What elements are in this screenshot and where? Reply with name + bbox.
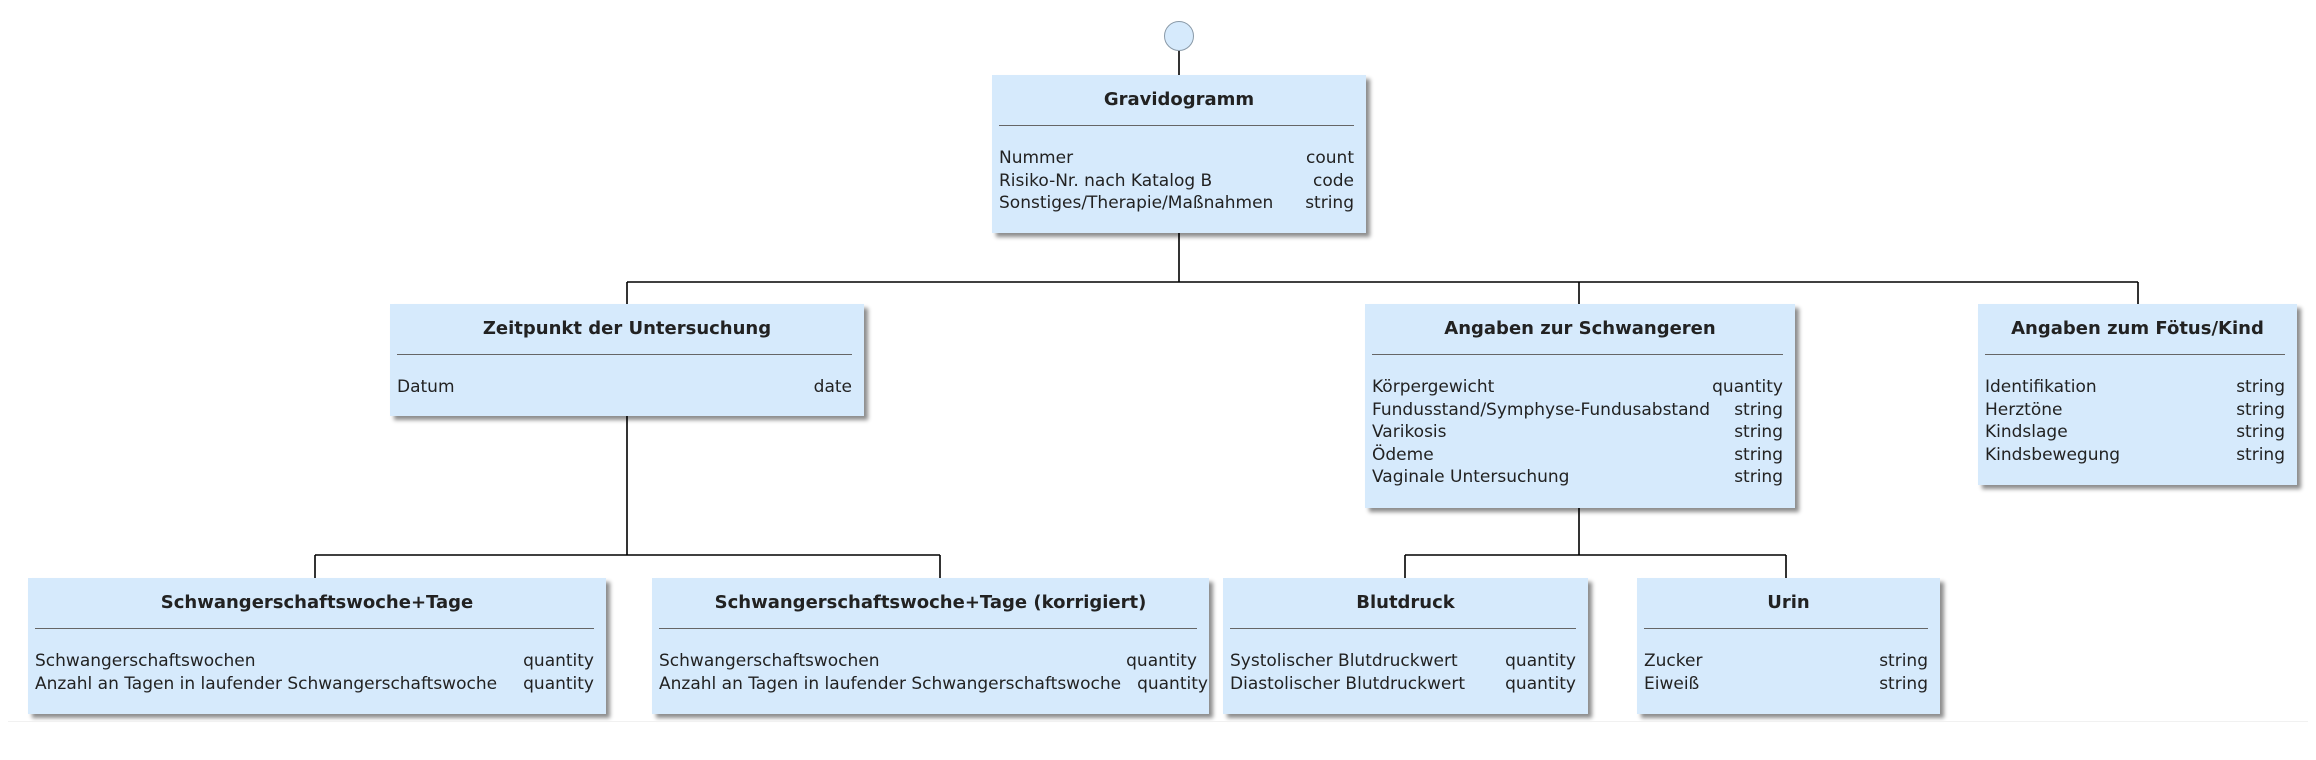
attribute-name: Ödeme xyxy=(1372,444,1434,465)
node-title-separator xyxy=(999,125,1354,126)
attribute-name: Eiweiß xyxy=(1644,673,1700,694)
attribute-name: Diastolischer Blutdruckwert xyxy=(1230,673,1466,694)
attribute-name: Kindslage xyxy=(1985,422,2068,442)
attribute-type: quantity xyxy=(1712,377,1783,397)
attribute-row: Anzahl an Tagen in laufender Schwangersc… xyxy=(35,673,594,696)
attribute-name: Datum xyxy=(397,377,455,397)
attribute-name: Schwangerschaftswochen xyxy=(659,651,880,671)
node-title-separator xyxy=(1230,628,1576,629)
attribute-type: quantity xyxy=(523,651,594,671)
attribute-row: Kindsbewegung string xyxy=(1985,444,2285,467)
attribute-type: string xyxy=(2236,377,2285,397)
attribute-row: Schwangerschaftswochen quantity xyxy=(35,650,594,673)
attribute-name: Herztöne xyxy=(1985,399,2063,420)
attribute-name: Kindsbewegung xyxy=(1985,444,2121,465)
attribute-row: Identifikation string xyxy=(1985,376,2285,399)
attribute-row: Ödeme string xyxy=(1372,444,1783,467)
attribute-name: Varikosis xyxy=(1372,422,1447,442)
attribute-type: string xyxy=(1879,673,1928,694)
attribute-name: Vaginale Untersuchung xyxy=(1372,467,1570,487)
node-title: Schwangerschaftswoche+Tage xyxy=(160,592,474,613)
node-title-separator xyxy=(659,628,1197,629)
attribute-row: Diastolischer Blutdruckwert quantity xyxy=(1230,673,1576,696)
attribute-row: Fundusstand/Symphyse-Fundusabstand string xyxy=(1372,399,1783,422)
attribute-type: quantity xyxy=(1505,651,1576,671)
baseline-divider xyxy=(8,721,2308,722)
node-title: Angaben zur Schwangeren xyxy=(1444,318,1716,339)
attribute-row: Eiweiß string xyxy=(1644,673,1928,696)
attribute-row: Anzahl an Tagen in laufender Schwangersc… xyxy=(659,673,1208,696)
attribute-type: string xyxy=(1879,651,1928,671)
node-title-separator xyxy=(1985,354,2285,355)
attribute-type: string xyxy=(2236,444,2285,465)
attribute-row: Schwangerschaftswochen quantity xyxy=(659,650,1197,673)
node-title: Zeitpunkt der Untersuchung xyxy=(482,318,772,339)
attribute-type: string xyxy=(1734,399,1783,420)
root-node-circle xyxy=(1164,21,1194,51)
node-title: Gravidogramm xyxy=(1103,89,1255,110)
node-title-separator xyxy=(1644,628,1928,629)
attribute-name: Anzahl an Tagen in laufender Schwangersc… xyxy=(35,673,498,694)
attribute-name: Sonstiges/Therapie/Maßnahmen xyxy=(999,193,1274,213)
attribute-type: quantity xyxy=(1505,673,1576,694)
node-title: Blutdruck xyxy=(1356,592,1455,613)
attribute-name: Fundusstand/Symphyse-Fundusabstand xyxy=(1372,399,1711,420)
attribute-name: Systolischer Blutdruckwert xyxy=(1230,651,1458,671)
attribute-row: Vaginale Untersuchung string xyxy=(1372,466,1783,489)
attribute-type: string xyxy=(1734,444,1783,465)
attribute-type: count xyxy=(1306,148,1354,168)
node-title-separator xyxy=(35,628,594,629)
attribute-name: Nummer xyxy=(999,148,1074,168)
node-title-separator xyxy=(397,354,852,355)
attribute-row: Systolischer Blutdruckwert quantity xyxy=(1230,650,1576,673)
attribute-row: Datum date xyxy=(397,376,852,399)
attribute-name: Anzahl an Tagen in laufender Schwangersc… xyxy=(659,673,1122,694)
attribute-name: Schwangerschaftswochen xyxy=(35,651,256,671)
node-schwangerschaftswoche-tage-korrigiert: Schwangerschaftswoche+Tage (korrigiert) S… xyxy=(652,578,1209,714)
attribute-type: quantity xyxy=(1126,651,1197,671)
attribute-type: code xyxy=(1313,170,1354,191)
attribute-type: date xyxy=(813,377,852,397)
attribute-row: Kindslage string xyxy=(1985,421,2285,444)
attribute-type: string xyxy=(2236,422,2285,442)
attribute-type: quantity xyxy=(1137,673,1208,694)
attribute-row: Zucker string xyxy=(1644,650,1928,673)
attribute-type: string xyxy=(1305,193,1354,213)
attribute-row: Sonstiges/Therapie/Maßnahmen string xyxy=(999,192,1354,215)
node-title-separator xyxy=(1372,354,1783,355)
node-title: Urin xyxy=(1767,592,1810,613)
attribute-type: string xyxy=(1734,422,1783,442)
attribute-type: quantity xyxy=(523,673,594,694)
attribute-name: Identifikation xyxy=(1985,377,2097,397)
attribute-row: Körpergewicht quantity xyxy=(1372,376,1783,399)
node-title: Schwangerschaftswoche+Tage (korrigiert) xyxy=(714,592,1147,613)
attribute-row: Nummer count xyxy=(999,147,1354,170)
node-title: Angaben zum Fötus/Kind xyxy=(2011,318,2264,339)
attribute-row: Risiko-Nr. nach Katalog B code xyxy=(999,170,1354,193)
attribute-type: string xyxy=(2236,399,2285,420)
attribute-type: string xyxy=(1734,467,1783,487)
attribute-name: Risiko-Nr. nach Katalog B xyxy=(999,170,1213,191)
attribute-row: Herztöne string xyxy=(1985,399,2285,422)
attribute-row: Varikosis string xyxy=(1372,421,1783,444)
attribute-name: Zucker xyxy=(1644,651,1703,671)
attribute-name: Körpergewicht xyxy=(1372,377,1495,397)
